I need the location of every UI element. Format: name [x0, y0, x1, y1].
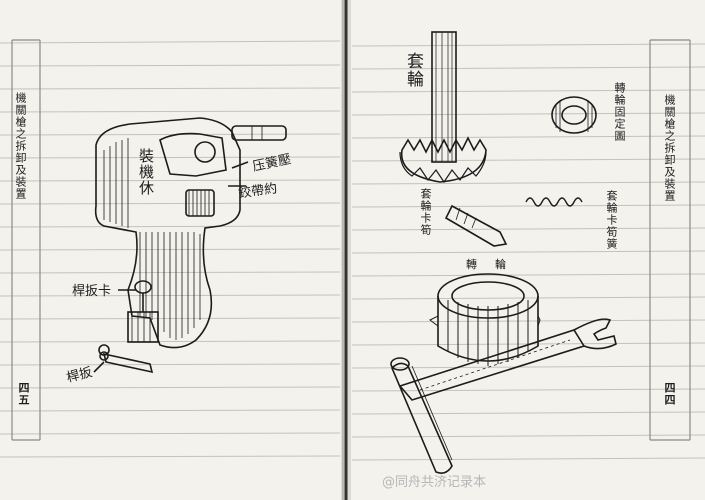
label-ring-title: 轉輪固定圖: [613, 82, 626, 142]
watermark: @同舟共济记录本: [382, 475, 487, 490]
label-sprocket: 套輪: [403, 52, 423, 88]
right-side-title: 機關槍之拆卸及裝置: [663, 94, 676, 202]
left-side-title: 機關槍之拆卸及裝置: [14, 92, 27, 200]
right-page-number: 四四: [663, 382, 676, 406]
left-page-number: 四五: [17, 382, 30, 406]
label-spring: 套輪卡筍簧: [605, 190, 618, 250]
label-latch-pin: 套輪卡筍: [419, 188, 432, 236]
label-latch: 桿扳卡: [72, 284, 112, 299]
label-drum: 轉輪: [466, 258, 524, 271]
label-body: 裝機休: [137, 148, 155, 196]
